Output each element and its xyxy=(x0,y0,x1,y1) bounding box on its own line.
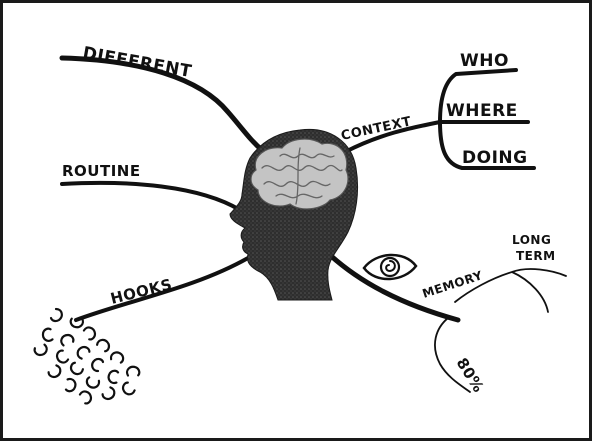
branch-routine xyxy=(62,183,240,210)
hook-mark xyxy=(63,377,77,392)
label-doing: DOING xyxy=(462,148,528,168)
hook-mark xyxy=(96,339,110,352)
hook-mark xyxy=(102,386,116,401)
hook-mark xyxy=(76,345,90,360)
hook-mark xyxy=(125,364,141,379)
hook-mark xyxy=(81,325,97,340)
hook-mark xyxy=(70,362,84,375)
hook-mark xyxy=(107,370,121,385)
label-memory: MEMORY xyxy=(421,268,485,301)
hook-mark xyxy=(86,376,100,389)
hook-mark xyxy=(33,341,49,357)
label-term: TERM xyxy=(516,249,556,263)
label-who: WHO xyxy=(460,51,509,71)
hooks-cluster-icon xyxy=(33,309,141,405)
label-where: WHERE xyxy=(446,101,518,121)
hook-mark xyxy=(40,327,56,343)
hook-mark xyxy=(77,389,93,404)
hook-mark xyxy=(92,359,103,371)
hook-mark xyxy=(121,382,136,396)
hook-mark xyxy=(48,364,62,379)
label-80-percent: 80% xyxy=(453,355,488,396)
hook-mark xyxy=(59,332,75,348)
label-routine: ROUTINE xyxy=(62,162,141,180)
hook-mark xyxy=(51,309,62,321)
hook-mark xyxy=(110,351,124,364)
label-hooks: HOOKS xyxy=(109,275,174,308)
label-long: LONG xyxy=(512,233,551,247)
hook-mark xyxy=(55,349,71,364)
eye-icon xyxy=(364,255,416,279)
label-different: DIFFERENT xyxy=(81,43,193,82)
